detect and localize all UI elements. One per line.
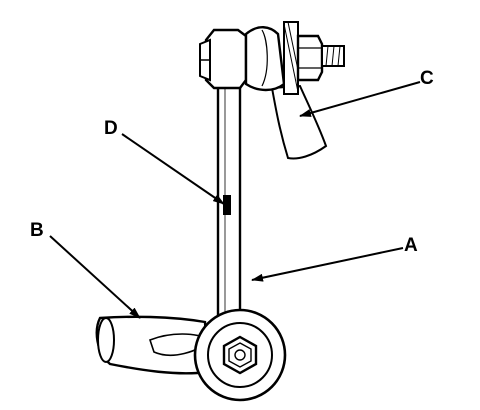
stabilizer-bar xyxy=(95,315,212,375)
leader-line-b xyxy=(49,235,141,319)
callout-d: D xyxy=(104,118,118,139)
link-rod xyxy=(216,73,242,322)
upper-nut-assembly xyxy=(283,21,345,95)
leader-line-a xyxy=(251,247,404,282)
lower-ball-joint xyxy=(193,308,287,402)
callout-b: B xyxy=(30,220,44,241)
upper-ball-joint xyxy=(199,26,286,92)
callout-c: C xyxy=(420,68,434,89)
callout-a: A xyxy=(404,235,418,256)
leader-line-c xyxy=(299,81,421,117)
leader-line-d xyxy=(121,133,225,205)
upper-bushing-hose xyxy=(270,84,328,160)
leader-lines xyxy=(49,81,421,319)
